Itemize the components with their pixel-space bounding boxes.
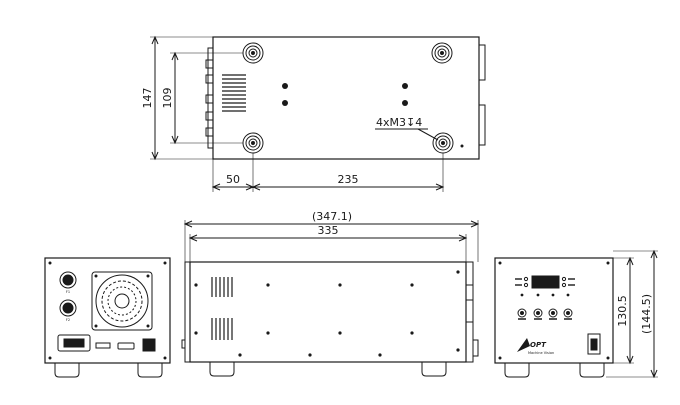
rear-view	[44, 257, 171, 378]
hole-callout-label: 4xM3↧4	[376, 116, 422, 129]
front-view-corner-screws	[498, 261, 610, 360]
indicator-leds	[523, 276, 567, 288]
side-view-screws	[194, 270, 460, 357]
top-view-lug-right	[478, 44, 486, 81]
top-view-lug-left	[207, 47, 214, 149]
front-view-foot-left	[504, 363, 530, 378]
adjust-knob-4[interactable]	[563, 308, 573, 320]
dim-347-label: (347.1)	[312, 210, 352, 223]
side-view-vent-lower	[211, 318, 233, 340]
hole-callout-arrow	[417, 128, 439, 141]
dim-335-line	[188, 234, 468, 262]
indicator-led-labels	[515, 278, 575, 286]
dim-235-label: 235	[338, 173, 359, 186]
top-view-foot-bl	[242, 132, 264, 154]
led-display	[531, 275, 560, 289]
dim-147-line	[150, 35, 213, 161]
side-view-rear-panel	[184, 261, 191, 363]
cooling-fan	[91, 271, 153, 331]
top-view-vent	[222, 74, 246, 112]
rear-view-foot-left	[54, 363, 80, 378]
front-view	[494, 249, 658, 379]
dim-144-line	[606, 249, 658, 379]
dim-147-label: 147	[141, 88, 154, 109]
top-view-foot-tr	[431, 42, 453, 64]
dim-50-label: 50	[226, 173, 240, 186]
dim-347-line	[183, 220, 480, 262]
rear-view-foot-right	[137, 363, 163, 378]
side-view-front-details	[181, 284, 473, 349]
dim-335-label: 335	[318, 224, 339, 237]
side-view-foot-2	[421, 362, 447, 377]
top-view-mounting-holes	[282, 83, 464, 148]
adjust-knob-1[interactable]	[517, 308, 527, 320]
adjust-knob-2[interactable]	[533, 308, 543, 320]
dim-bottom-lines	[211, 153, 445, 192]
brand-tagline: Machine Vision	[528, 351, 554, 355]
fuse-holder-f2	[59, 299, 77, 317]
top-view-foot-tl	[242, 42, 264, 64]
top-view-lug-right-lower	[478, 104, 486, 146]
fuse-label-f2: F2	[66, 318, 70, 322]
rear-connector-terminal	[95, 342, 111, 349]
side-view-knob	[472, 339, 479, 357]
power-switch[interactable]	[587, 333, 601, 355]
rear-view-outline	[44, 257, 171, 364]
front-view-foot-right	[579, 363, 605, 378]
logo-mark-icon	[517, 338, 530, 352]
depth-symbol-icon: ↧	[406, 116, 415, 129]
ac-power-inlet	[57, 334, 91, 352]
side-view	[181, 220, 480, 377]
top-view	[150, 35, 486, 192]
dim-109-label: 109	[161, 88, 174, 109]
dim-130-line	[613, 256, 634, 365]
rear-view-corner-screws	[48, 261, 167, 360]
hole-callout-spec: 4xM3	[376, 116, 406, 129]
dim-109-line	[170, 51, 243, 145]
top-view-left-connectors	[205, 59, 214, 137]
side-view-vent-upper	[211, 277, 233, 297]
fuse-label-f1: F1	[66, 290, 70, 294]
adjust-knob-3[interactable]	[548, 308, 558, 320]
front-view-outline	[494, 257, 614, 364]
fuse-holder-f1	[59, 271, 77, 289]
hole-callout-depth: 4	[415, 116, 422, 129]
top-view-foot-br	[432, 132, 454, 154]
side-view-front-panel	[465, 261, 474, 363]
rear-connector-rj45	[142, 338, 156, 352]
rear-connector-db9	[117, 342, 135, 350]
front-small-buttons[interactable]	[520, 293, 570, 297]
side-view-foot-1	[209, 362, 235, 377]
brand-logo: OPT	[530, 341, 547, 349]
dim-144-label: (144.5)	[640, 294, 653, 334]
dim-130-label: 130.5	[616, 295, 629, 327]
